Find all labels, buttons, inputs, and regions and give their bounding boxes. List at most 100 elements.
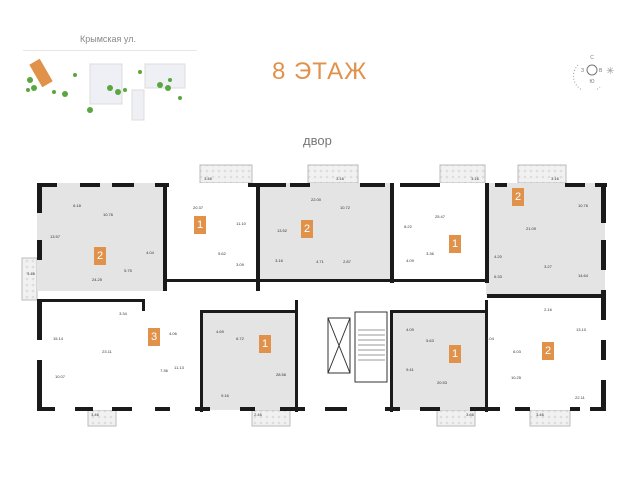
room-area: 7.36 (160, 368, 169, 373)
room-area: 22.00 (311, 197, 322, 202)
apartment-3-bottom-left[interactable] (37, 301, 202, 410)
balcony-area: 3.66 (466, 412, 475, 417)
apartment-badge[interactable] (449, 235, 461, 253)
apartment-badge[interactable] (194, 216, 206, 234)
room-area: 8.22 (404, 224, 413, 229)
balcony-area-labels: 3.46 3.16 3.16 3.16 3.46 3.46 2.46 3.66 3.46 (27, 176, 560, 417)
room-area: 3.16 (275, 258, 284, 263)
room-area: 4.20 (494, 254, 503, 259)
apartment-1-bottom-right[interactable] (390, 311, 487, 410)
apartment-2-top-right[interactable] (486, 183, 605, 295)
walls (37, 183, 607, 412)
room-area: 4.06 (169, 331, 178, 336)
room-area: 10.72 (340, 205, 351, 210)
room-area: 4.09 (406, 327, 415, 332)
apartment-badge[interactable] (94, 247, 106, 265)
room-area: 10.76 (103, 212, 114, 217)
room-area: 9.41 (406, 367, 415, 372)
apartment-badge[interactable] (512, 188, 524, 206)
room-area: 10.76 (578, 203, 589, 208)
room-area: 4.69 (216, 329, 225, 334)
street-label: Крымская ул. (80, 34, 136, 44)
room-area: 28.56 (276, 372, 287, 377)
room-area: 13.52 (277, 228, 288, 233)
room-area: 4.09 (406, 258, 415, 263)
building-highlight (29, 58, 53, 88)
balcony-area: 3.16 (551, 176, 560, 181)
compass-icon: С Ю З В ✳ (572, 55, 614, 90)
floor-title: 8 ЭТАЖ (272, 58, 368, 85)
yard-label: двор (303, 133, 332, 148)
svg-text:В: В (599, 68, 603, 74)
room-area-labels: 6.18 10.76 13.57 4.04 24.25 5.75 20.37 11.10 5.6… (50, 197, 589, 400)
room-area: 6.72 (236, 336, 245, 341)
room-area: 25.47 (435, 214, 446, 219)
room-area: 21.09 (526, 226, 537, 231)
balcony-area: 2.46 (254, 412, 263, 417)
room-area: 4.04 (146, 250, 155, 255)
room-area: 14.64 (578, 273, 589, 278)
apartment-badge[interactable] (449, 345, 461, 363)
room-area: 6.33 (494, 274, 503, 279)
room-area: 13.10 (576, 327, 587, 332)
room-area: 10.07 (55, 374, 66, 379)
apartment-room-count: 1 (262, 338, 268, 350)
svg-text:С: С (590, 55, 594, 61)
room-area: 5.63 (426, 338, 435, 343)
room-area: 13.57 (50, 234, 61, 239)
room-area: 2.16 (544, 307, 553, 312)
apartment-1-top-right[interactable] (392, 183, 486, 281)
balcony-area: 3.46 (536, 412, 545, 417)
balcony-area: 3.46 (27, 271, 36, 276)
room-area: 11.13 (174, 365, 184, 370)
room-area: 10.25 (511, 375, 522, 380)
apartment-room-count: 2 (304, 223, 310, 235)
apartment-badge[interactable] (259, 335, 271, 353)
room-area: 20.37 (193, 205, 204, 210)
room-area: 5.62 (218, 251, 227, 256)
room-area: 9.16 (221, 393, 230, 398)
site-plan-map (23, 50, 197, 121)
apartment-room-count: 1 (197, 219, 203, 231)
balcony-area: 3.46 (204, 176, 213, 181)
room-area: 4.71 (316, 259, 325, 264)
room-area: 4.04 (486, 336, 495, 341)
room-area: 3.09 (236, 262, 245, 267)
room-area: 2.87 (343, 259, 352, 264)
room-area: 15.14 (53, 336, 64, 341)
room-area: 22.11 (575, 395, 585, 400)
room-area: 6.18 (73, 203, 82, 208)
apartment-1-top[interactable] (165, 183, 258, 281)
apartment-2-top-left[interactable] (37, 183, 165, 291)
room-area: 5.75 (124, 268, 133, 273)
room-area: 6.03 (513, 349, 522, 354)
room-area: 23.11 (102, 349, 112, 354)
stairwell (327, 311, 388, 383)
svg-text:Ю: Ю (589, 79, 594, 85)
svg-text:З: З (581, 68, 584, 74)
apartment-room-count: 1 (452, 348, 458, 360)
apartment-badges: 2 1 2 1 2 3 1 1 2 (94, 188, 554, 363)
apartment-badge[interactable] (148, 328, 160, 346)
svg-text:✳: ✳ (606, 66, 614, 77)
apartment-areas (37, 183, 605, 410)
balcony-area: 3.46 (91, 412, 100, 417)
apartment-2-top-center[interactable] (258, 183, 392, 281)
apartment-room-count: 3 (151, 331, 157, 343)
room-area: 11.10 (236, 221, 246, 226)
room-area: 24.25 (92, 277, 103, 282)
room-area: 3.36 (426, 251, 435, 256)
apartment-room-count: 1 (452, 238, 458, 250)
room-area: 3.34 (119, 311, 128, 316)
apartment-room-count: 2 (545, 345, 551, 357)
apartment-badge[interactable] (301, 220, 313, 238)
apartment-room-count: 2 (97, 250, 103, 262)
room-area: 20.53 (437, 380, 448, 385)
apartment-badge[interactable] (542, 342, 554, 360)
balcony-area: 3.16 (471, 176, 480, 181)
room-area: 3.27 (544, 264, 553, 269)
apartment-room-count: 2 (515, 191, 521, 203)
apartment-1-bottom-left[interactable] (202, 311, 297, 410)
